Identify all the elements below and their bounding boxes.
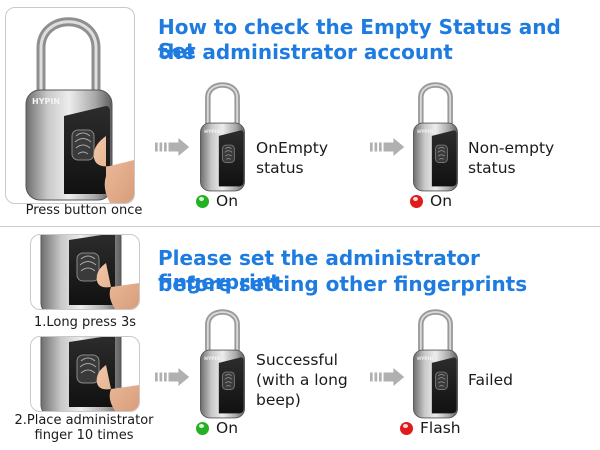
press-button-caption: Press button once bbox=[25, 203, 143, 218]
non-empty-status-text: Non-empty status bbox=[468, 139, 555, 177]
padlock-icon bbox=[40, 337, 139, 411]
section1-heading-line1: How to check the Empty Status and Set bbox=[158, 15, 561, 63]
successful-status-text: Successful (with a long beep) bbox=[256, 351, 348, 409]
red-led-icon bbox=[400, 421, 413, 435]
section1-heading-line2: the administrator account bbox=[158, 40, 453, 64]
arrow-right-icon bbox=[370, 368, 406, 386]
finger-icon bbox=[96, 263, 139, 309]
svg-text:HYPIN: HYPIN bbox=[32, 97, 60, 106]
long-press-caption: 1.Long press 3s bbox=[33, 315, 137, 330]
section2-heading-line1: Please set the administrator fingerprint bbox=[158, 246, 480, 294]
red-led-indicator: On bbox=[410, 192, 452, 210]
arrow-right-icon bbox=[155, 138, 191, 156]
place-finger-caption: 2.Place administrator finger 10 times bbox=[14, 413, 154, 443]
green-led-indicator: On bbox=[196, 419, 238, 437]
finger-icon bbox=[96, 365, 139, 411]
red-led-indicator: Flash bbox=[400, 419, 461, 437]
green-led-icon bbox=[196, 194, 209, 208]
section2-heading-line2: before setting other fingerprints bbox=[158, 272, 528, 296]
finger-icon bbox=[93, 136, 134, 203]
section-divider bbox=[0, 226, 600, 227]
green-led-indicator: On bbox=[196, 192, 238, 210]
empty-status-text: OnEmpty status bbox=[256, 139, 329, 177]
green-led-icon bbox=[196, 421, 209, 435]
padlock-icon bbox=[195, 75, 250, 195]
press-button-photo-frame: HYPIN bbox=[5, 7, 135, 204]
red-led-icon bbox=[410, 194, 423, 208]
padlock-icon: HYPIN bbox=[25, 17, 134, 203]
arrow-right-icon bbox=[155, 368, 191, 386]
padlock-icon bbox=[408, 302, 463, 422]
padlock-icon bbox=[40, 235, 139, 309]
padlock-icon bbox=[195, 302, 250, 422]
failed-status-text: Failed bbox=[468, 371, 513, 389]
padlock-icon bbox=[408, 75, 463, 195]
place-finger-photo-frame bbox=[30, 336, 140, 412]
arrow-right-icon bbox=[370, 138, 406, 156]
long-press-photo-frame bbox=[30, 234, 140, 310]
